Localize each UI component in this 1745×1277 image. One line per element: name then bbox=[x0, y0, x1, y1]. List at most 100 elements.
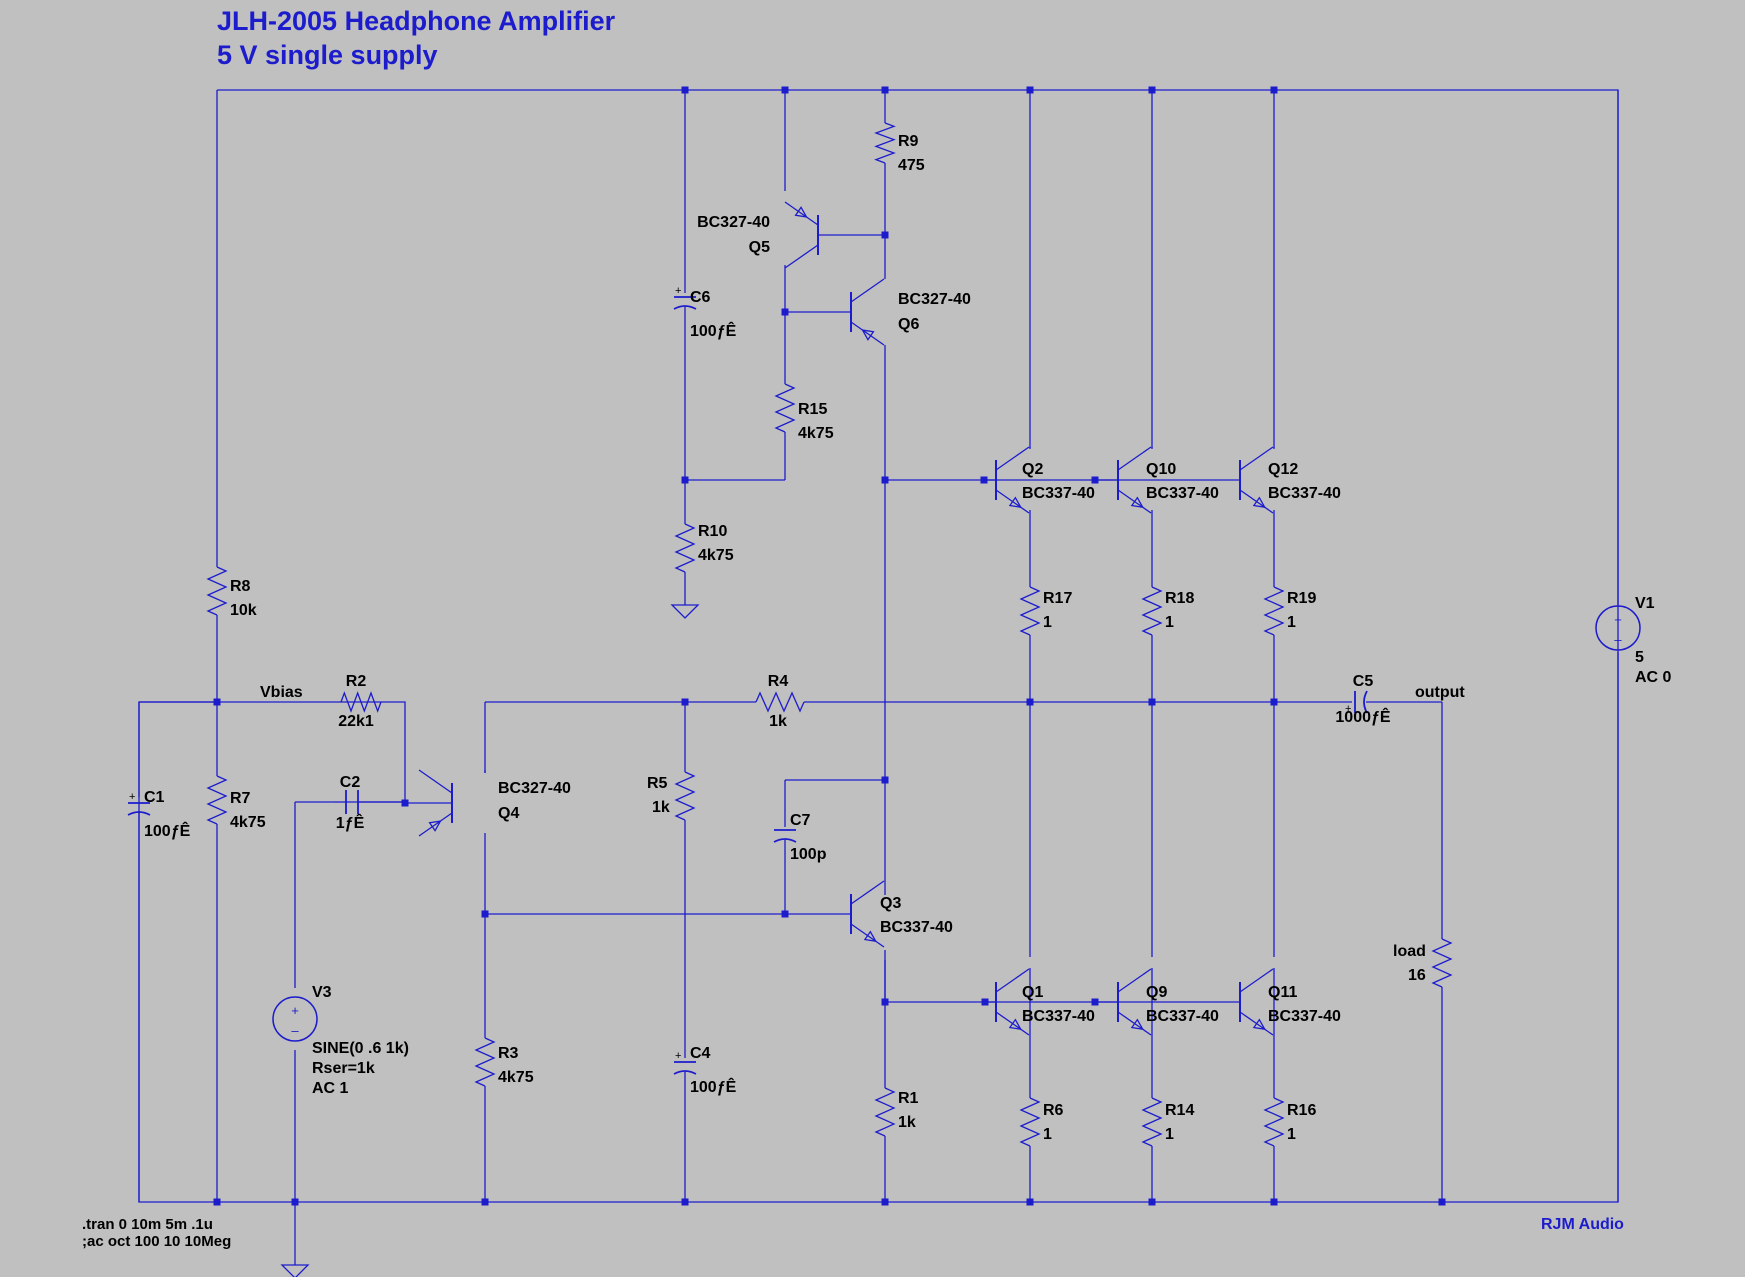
wire bbox=[206, 566, 228, 616]
transistor-ref: Q12 bbox=[1268, 461, 1298, 478]
net-labels: Vbias output bbox=[260, 684, 1465, 701]
capacitor-value: 1000ƒÊ bbox=[1335, 707, 1390, 726]
junction-dot bbox=[1270, 1198, 1278, 1206]
resistor-ref: load bbox=[1393, 943, 1426, 960]
transistor-ref: Q4 bbox=[498, 805, 519, 822]
schematic-title: JLH-2005 Headphone Amplifier bbox=[217, 6, 616, 36]
transistor-model: BC327-40 bbox=[498, 780, 571, 797]
wire bbox=[755, 691, 805, 713]
source-param: AC 0 bbox=[1635, 669, 1672, 686]
capacitor-ref: C6 bbox=[690, 289, 711, 306]
resistor-value: 1 bbox=[1043, 614, 1052, 631]
resistor-value: 4k75 bbox=[230, 814, 266, 831]
capacitor-value: 100ƒÊ bbox=[144, 821, 191, 840]
wire bbox=[138, 89, 1619, 1203]
resistor-value: 10k bbox=[230, 602, 257, 619]
junction-dot bbox=[980, 476, 988, 484]
source-param: SINE(0 .6 1k) bbox=[312, 1040, 409, 1057]
minus-mark: – bbox=[291, 1023, 299, 1038]
capacitor-value: 100p bbox=[790, 846, 827, 863]
resistor-ref: R5 bbox=[647, 775, 668, 792]
resistor-ref: R14 bbox=[1165, 1102, 1194, 1119]
resistor-ref: R6 bbox=[1043, 1102, 1064, 1119]
source-ref: V3 bbox=[312, 984, 332, 1001]
transistor-model: BC337-40 bbox=[1022, 485, 1095, 502]
junction-dot bbox=[481, 910, 489, 918]
resistor-value: 16 bbox=[1408, 967, 1426, 984]
resistor-value: 4k75 bbox=[798, 425, 834, 442]
junction-dot bbox=[881, 998, 889, 1006]
wire bbox=[1141, 1097, 1163, 1147]
resistor-value: 1k bbox=[652, 799, 670, 816]
resistor-value: 1k bbox=[769, 713, 787, 730]
junction-dot bbox=[213, 1198, 221, 1206]
wire bbox=[1431, 938, 1453, 988]
transistor-model: BC327-40 bbox=[898, 291, 971, 308]
net-label-vbias: Vbias bbox=[260, 684, 303, 701]
wires bbox=[138, 89, 1619, 1265]
ground-symbol bbox=[670, 604, 700, 619]
resistor-ref: R3 bbox=[498, 1045, 519, 1062]
polarity-mark: + bbox=[675, 1050, 681, 1062]
resistor-value: 475 bbox=[898, 157, 925, 174]
resistor-r6: R61 bbox=[1019, 1097, 1064, 1147]
junction-dot bbox=[681, 698, 689, 706]
sim-command-tran: .tran 0 10m 5m .1u bbox=[82, 1216, 213, 1233]
resistor-value: 4k75 bbox=[498, 1069, 534, 1086]
junctions bbox=[213, 86, 1446, 1206]
junction-dot bbox=[1148, 1198, 1156, 1206]
minus-mark: – bbox=[1614, 632, 1622, 647]
transistor-ref: Q9 bbox=[1146, 984, 1167, 1001]
resistor-value: 1 bbox=[1043, 1126, 1052, 1143]
junction-dot bbox=[881, 776, 889, 784]
resistor-ref: R18 bbox=[1165, 590, 1194, 607]
resistor-value: 1 bbox=[1165, 614, 1174, 631]
junction-dot bbox=[781, 910, 789, 918]
transistor-ref: Q5 bbox=[749, 239, 770, 256]
wire bbox=[674, 771, 696, 821]
plus-mark: + bbox=[1614, 612, 1622, 627]
capacitor-value: 1ƒÊ bbox=[336, 813, 365, 832]
net-label-output: output bbox=[1415, 684, 1465, 701]
resistor-value: 1 bbox=[1287, 614, 1296, 631]
transistor-model: BC337-40 bbox=[880, 919, 953, 936]
junction-dot bbox=[1148, 698, 1156, 706]
junction-dot bbox=[1091, 476, 1099, 484]
resistor-value: 4k75 bbox=[698, 547, 734, 564]
junction-dot bbox=[881, 86, 889, 94]
resistor-ref: R8 bbox=[230, 578, 251, 595]
junction-dot bbox=[981, 998, 989, 1006]
junction-dot bbox=[1026, 1198, 1034, 1206]
transistor-model: BC337-40 bbox=[1268, 1008, 1341, 1025]
transistor-ref: Q2 bbox=[1022, 461, 1043, 478]
junction-dot bbox=[681, 1198, 689, 1206]
wire bbox=[1019, 1097, 1041, 1147]
transistor-ref: Q11 bbox=[1268, 984, 1297, 1001]
source-param: Rser=1k bbox=[312, 1060, 375, 1077]
junction-dot bbox=[481, 1198, 489, 1206]
polarity-mark: + bbox=[1345, 703, 1351, 715]
junction-dot bbox=[1026, 86, 1034, 94]
